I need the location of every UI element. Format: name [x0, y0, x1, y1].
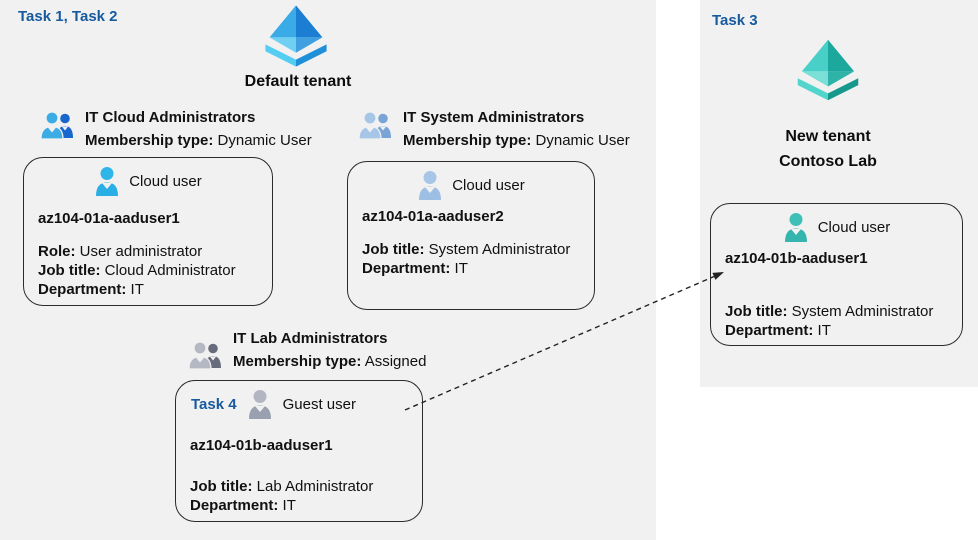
guest-user-card-aaduser1: Task 4 Guest user az104-01b-aaduser1 Job…	[175, 380, 423, 522]
user-card-aaduser2: Cloud user az104-01a-aaduser2 Job title:…	[347, 161, 595, 310]
field-job-title: Job title: Lab Administrator	[190, 478, 374, 495]
cloud-user-icon	[784, 213, 807, 242]
user-type-label: Cloud user	[452, 176, 525, 194]
user-type-label: Guest user	[282, 395, 356, 413]
field-role: Role: User administrator	[38, 243, 203, 260]
username: az104-01a-aaduser1	[38, 210, 180, 227]
default-tenant-title: Default tenant	[244, 73, 352, 90]
azure-ad-tenant-icon-blue	[265, 5, 327, 67]
group-icon	[40, 111, 73, 139]
new-tenant-user-card-aaduser1: Cloud user az104-01b-aaduser1 Job title:…	[710, 203, 963, 346]
task12-label: Task 1, Task 2	[18, 8, 118, 25]
field-job-title: Job title: System Administrator	[362, 241, 571, 258]
group-icon	[188, 341, 221, 369]
guest-user-icon	[248, 390, 271, 419]
azure-ad-tenant-icon-teal	[797, 39, 859, 101]
new-tenant-title: New tenant Contoso Lab	[779, 128, 877, 170]
group-membership: Membership type: Dynamic User	[85, 132, 312, 149]
cloud-user-icon	[419, 171, 442, 200]
group-name: IT System Administrators	[403, 109, 585, 126]
field-job-title: Job title: Cloud Administrator	[38, 262, 236, 279]
field-department: Department: IT	[725, 322, 831, 339]
group-it-system-administrators: IT System Administrators Membership type…	[358, 106, 630, 152]
cloud-user-icon	[96, 167, 119, 196]
username: az104-01a-aaduser2	[362, 208, 504, 225]
group-name: IT Cloud Administrators	[85, 109, 256, 126]
group-icon	[358, 111, 391, 139]
user-card-aaduser1: Cloud user az104-01a-aaduser1 Role: User…	[23, 157, 273, 306]
field-department: Department: IT	[38, 281, 144, 298]
username: az104-01b-aaduser1	[190, 437, 333, 454]
field-department: Department: IT	[190, 497, 296, 514]
task3-label: Task 3	[712, 12, 758, 29]
user-type-label: Cloud user	[129, 172, 202, 190]
user-type-label: Cloud user	[817, 218, 891, 236]
group-name: IT Lab Administrators	[233, 330, 388, 347]
field-department: Department: IT	[362, 260, 468, 277]
group-it-lab-administrators: IT Lab Administrators Membership type: A…	[188, 327, 426, 373]
group-membership: Membership type: Dynamic User	[403, 132, 630, 149]
task4-label: Task 4	[191, 395, 237, 413]
username: az104-01b-aaduser1	[725, 250, 868, 267]
group-it-cloud-administrators: IT Cloud Administrators Membership type:…	[40, 106, 312, 152]
default-tenant-region	[0, 0, 656, 540]
field-job-title: Job title: System Administrator	[725, 303, 934, 320]
group-membership: Membership type: Assigned	[233, 353, 427, 370]
